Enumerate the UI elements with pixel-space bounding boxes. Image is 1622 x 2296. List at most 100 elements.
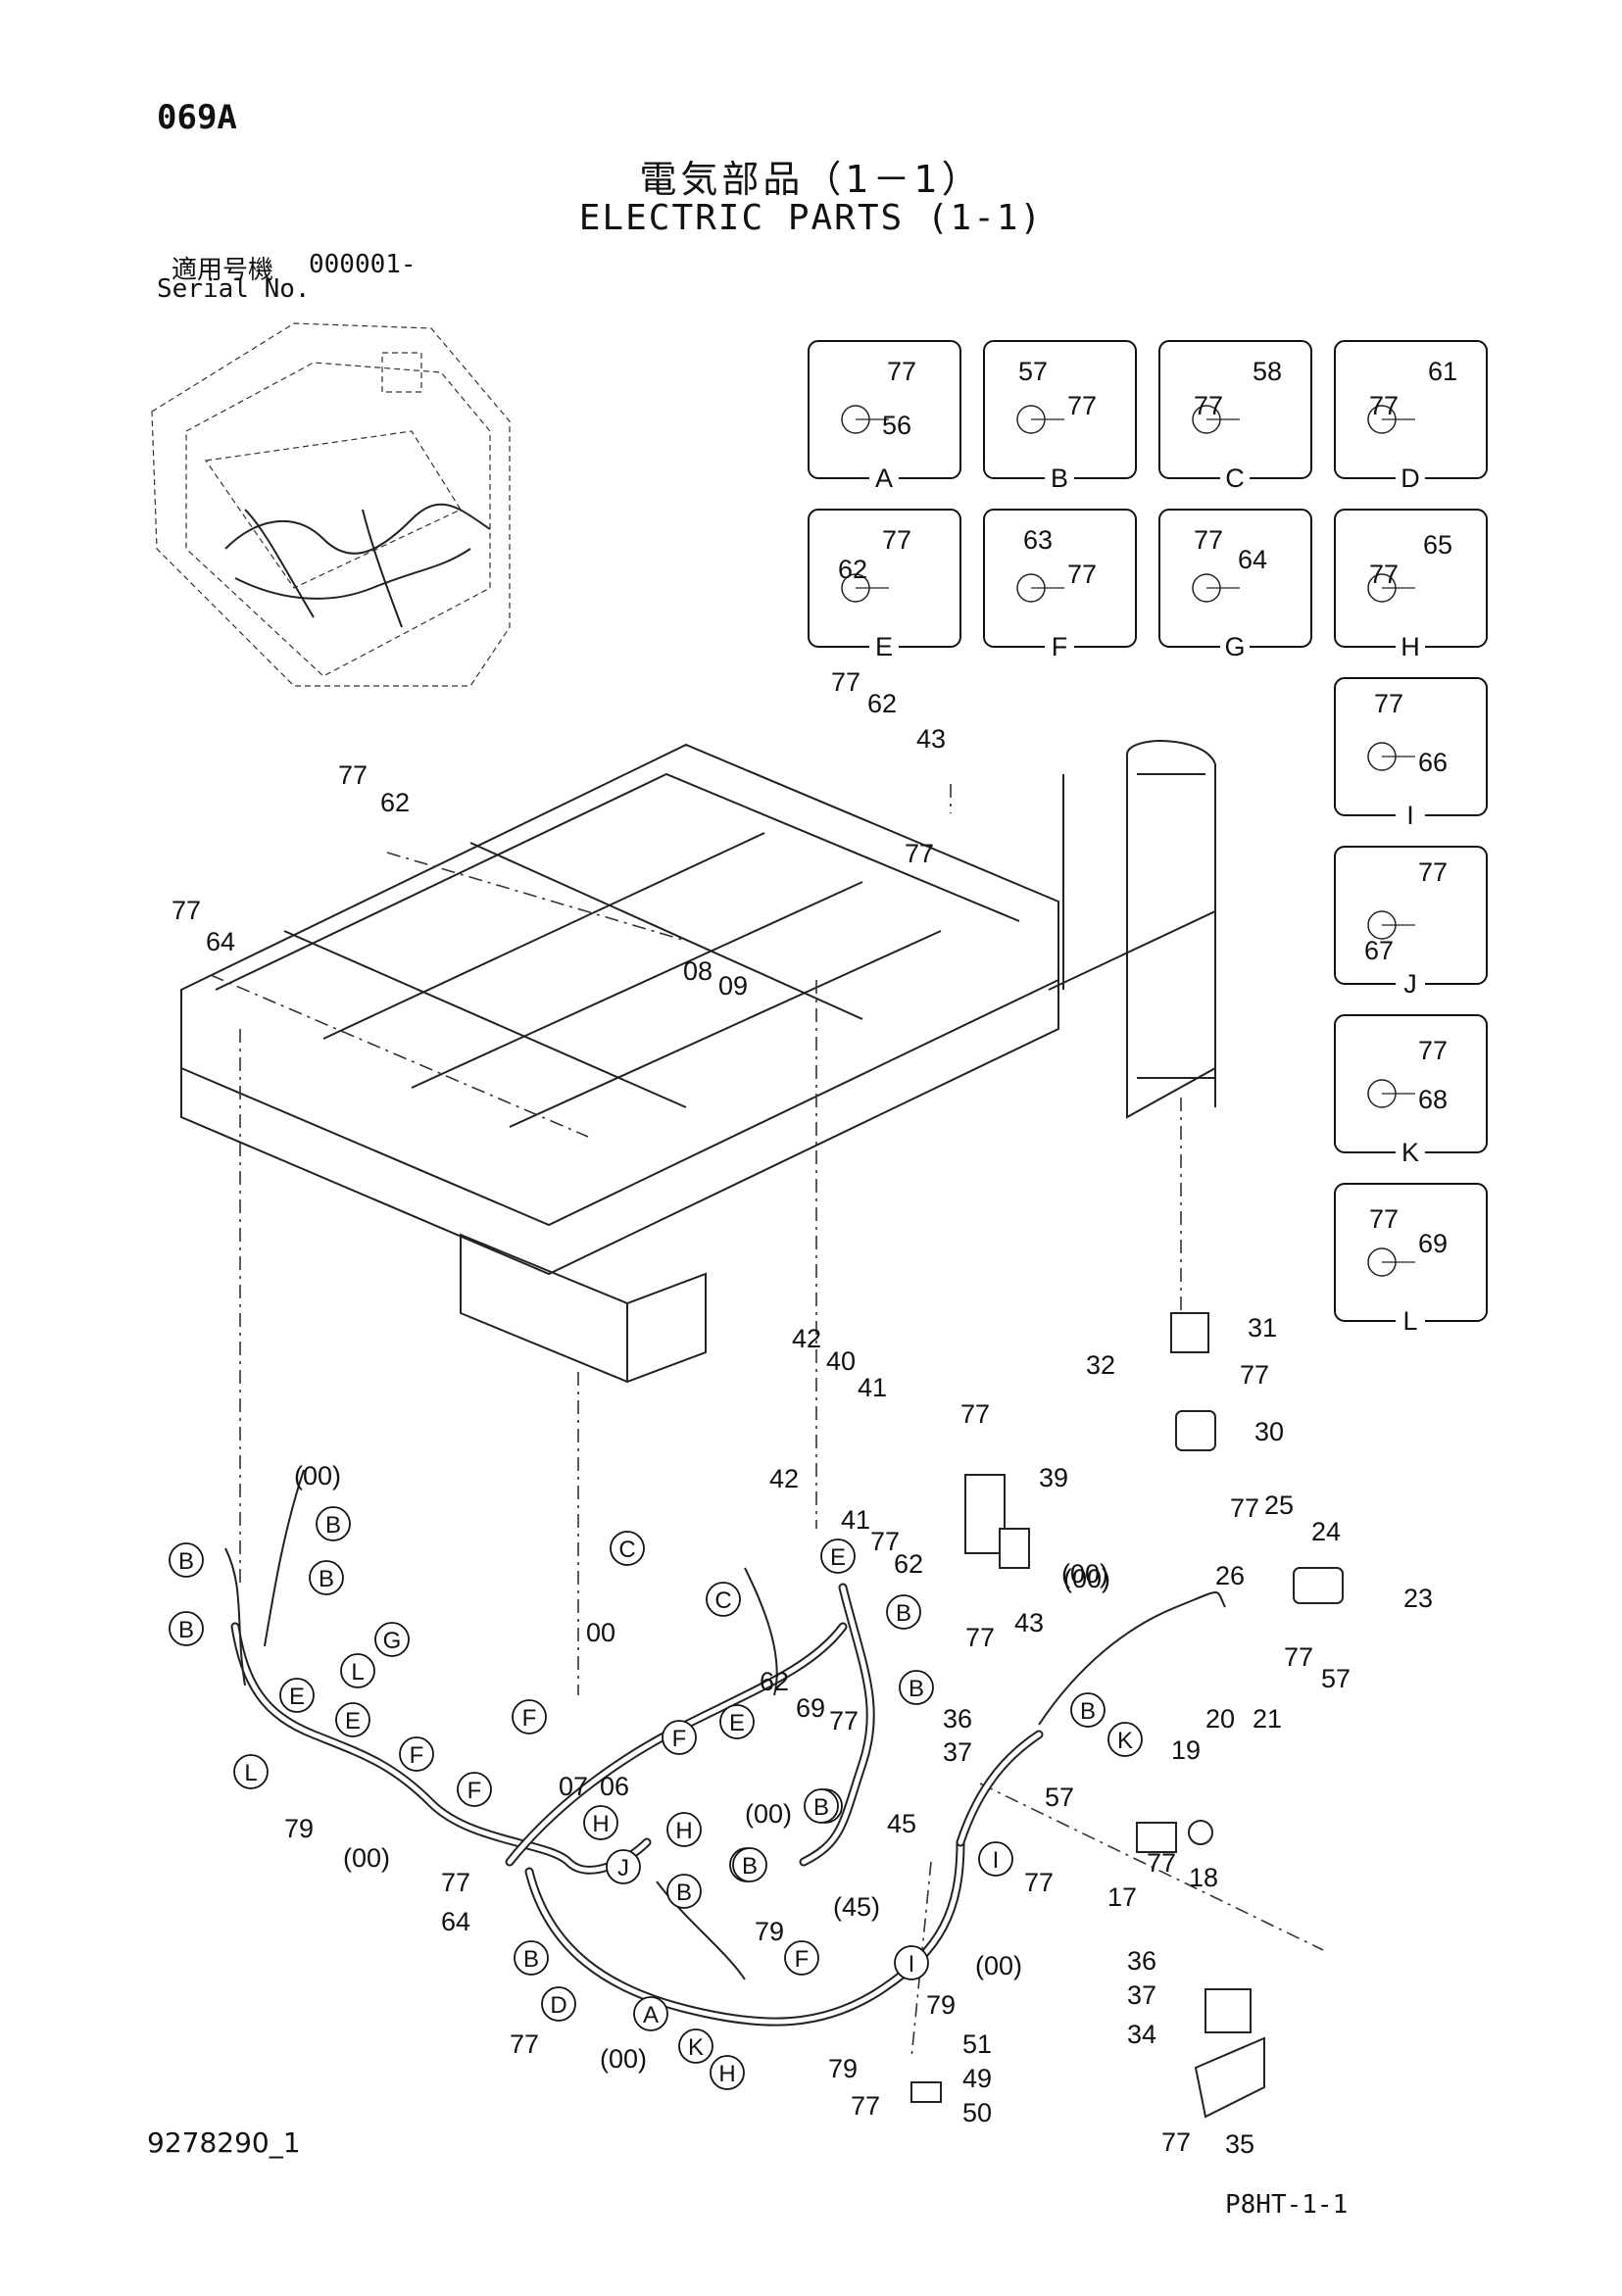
detail-box-part-number: 77	[1067, 391, 1097, 420]
machine-overview-thumbnail	[151, 322, 511, 687]
reference-letter: B	[1080, 1698, 1096, 1725]
part-number-label: 79	[926, 1990, 956, 2020]
part-number-label: (00)	[975, 1951, 1022, 1980]
reference-circle-f: F	[512, 1699, 547, 1734]
reference-circle-h: H	[583, 1805, 618, 1840]
reference-letter: J	[617, 1855, 629, 1881]
reference-circle-l: L	[340, 1653, 375, 1688]
detail-box-part-number: 66	[1418, 748, 1448, 777]
part-number-label: 18	[1189, 1863, 1218, 1892]
part-number-label: 30	[1254, 1417, 1284, 1446]
reference-letter: F	[467, 1778, 482, 1804]
reference-letter: B	[178, 1548, 194, 1575]
page-code: 069A	[157, 98, 237, 137]
part-number-label: (00)	[294, 1461, 341, 1490]
reference-circle-e: E	[335, 1702, 370, 1737]
reference-letter: E	[345, 1708, 361, 1734]
part-number-label: 62	[760, 1667, 789, 1696]
detail-box-letter: L	[1402, 1306, 1417, 1336]
wire-harness	[224, 1469, 1226, 2027]
part-number-label: 77	[1240, 1360, 1269, 1390]
reference-circle-f: F	[457, 1772, 492, 1807]
reference-circle-b: B	[666, 1874, 702, 1909]
reference-circle-j: J	[606, 1849, 641, 1884]
part-number-label: 64	[441, 1907, 470, 1936]
detail-box-part-number: 77	[1369, 391, 1399, 420]
part-number-label: 26	[1215, 1561, 1245, 1590]
reference-letter: B	[676, 1880, 692, 1906]
part-number-label: 24	[1311, 1517, 1341, 1546]
part-number-label: (00)	[600, 2044, 647, 2074]
reference-letter: I	[909, 1951, 915, 1978]
reference-circle-b: B	[804, 1788, 839, 1824]
reference-circle-c: C	[706, 1582, 741, 1617]
part-number-label: (00)	[1061, 1559, 1108, 1588]
part-number-label: 77	[1161, 2127, 1191, 2157]
part-number-label: 77	[510, 2029, 539, 2059]
reference-letter: E	[289, 1684, 305, 1710]
part-number-label: 77	[172, 896, 201, 925]
part-number-label: 77	[1024, 1868, 1054, 1897]
part-number-label: 77	[905, 839, 934, 868]
part-number-label: 41	[841, 1505, 870, 1535]
reference-letter: C	[618, 1537, 635, 1563]
part-number-label: 77	[441, 1868, 470, 1897]
title-english: ELECTRIC PARTS (1-1)	[578, 198, 1044, 238]
part-number-label: 79	[755, 1917, 784, 1946]
components	[910, 1312, 1344, 2119]
part-number-label: 50	[962, 2098, 992, 2127]
part-number-label: 64	[206, 927, 235, 956]
part-number-label: 39	[1039, 1463, 1068, 1492]
reference-letter: F	[410, 1742, 424, 1769]
detail-box-part-number: 77	[882, 525, 911, 555]
reference-circle-k: K	[678, 2028, 713, 2064]
part-number-label: 17	[1107, 1882, 1137, 1912]
reference-circle-e: E	[719, 1704, 755, 1739]
part-number-label: 77	[965, 1623, 995, 1652]
reference-circle-h: H	[666, 1812, 702, 1847]
part-number-label: 77	[851, 2091, 880, 2121]
part-number-label: 77	[1284, 1642, 1313, 1672]
part-number-label: (00)	[343, 1843, 390, 1873]
reference-circle-h: H	[710, 2055, 745, 2090]
detail-box-letter: F	[1052, 632, 1068, 661]
detail-box-part-number: 61	[1428, 357, 1457, 386]
reference-circle-c: C	[610, 1531, 645, 1566]
detail-box-letter: B	[1051, 464, 1068, 493]
detail-box-letter: G	[1224, 632, 1245, 661]
detail-box-letter: J	[1403, 969, 1417, 999]
reference-circle-e: E	[820, 1539, 856, 1574]
part-number-label: 77	[829, 1706, 859, 1735]
part-number-label: 49	[962, 2064, 992, 2093]
part-number-label: 41	[858, 1373, 887, 1402]
part-number-label: 08	[683, 956, 713, 986]
upper-frame-structure	[180, 740, 1216, 1384]
part-number-label: 62	[867, 689, 897, 718]
reference-letter: E	[830, 1544, 846, 1571]
reference-circle-b: B	[899, 1670, 934, 1705]
part-number-label: 43	[916, 724, 946, 754]
document-number: 9278290_1	[147, 2126, 301, 2159]
reference-letter: B	[178, 1617, 194, 1643]
reference-circle-b: B	[514, 1940, 549, 1976]
part-number-label: 77	[338, 760, 368, 790]
detail-box-part-number: 63	[1023, 525, 1053, 555]
part-number-label: 77	[870, 1527, 900, 1556]
part-number-label: 19	[1171, 1735, 1201, 1765]
detail-box-part-number: 77	[1418, 857, 1448, 887]
reference-circle-a: A	[633, 1996, 668, 2031]
part-number-label: 23	[1403, 1584, 1433, 1613]
reference-letter: B	[523, 1946, 539, 1973]
page-reference: P8HT-1-1	[1225, 2190, 1349, 2220]
serial-label-japanese: 適用号機	[172, 256, 274, 285]
detail-box-part-number: 58	[1253, 357, 1282, 386]
detail-box-part-number: 67	[1364, 936, 1394, 965]
part-number-label: 45	[887, 1809, 916, 1838]
